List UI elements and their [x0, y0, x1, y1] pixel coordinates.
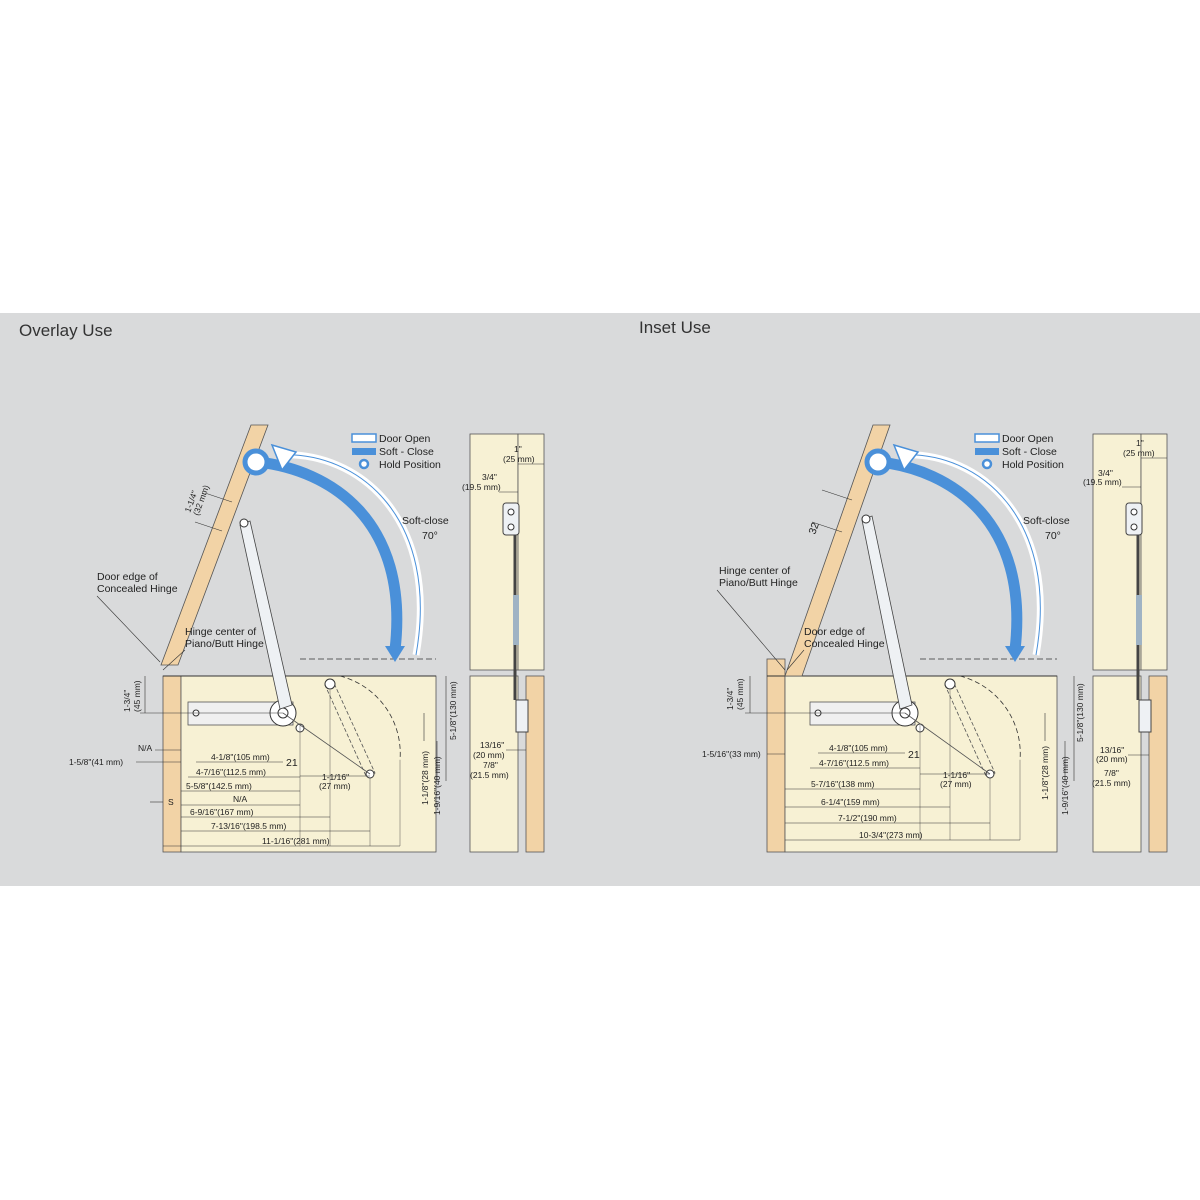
dim-na-2: N/A	[233, 794, 248, 804]
svg-text:(20 mm): (20 mm)	[1096, 754, 1128, 764]
dim-130: 5-1/8"(130 mm)	[448, 681, 458, 740]
legend-soft-close: Soft - Close	[379, 446, 434, 458]
svg-text:Concealed Hinge: Concealed Hinge	[804, 638, 885, 650]
soft-close-label: Soft-close	[402, 515, 449, 527]
svg-text:Door Open: Door Open	[1002, 433, 1054, 445]
svg-text:(19.5 mm): (19.5 mm)	[1083, 477, 1122, 487]
hold-position-icon	[242, 448, 270, 476]
dim-21: 21	[286, 757, 298, 769]
side-25-mm: (25 mm)	[503, 454, 535, 464]
arc-arrowhead	[270, 443, 298, 472]
svg-text:1": 1"	[1136, 438, 1144, 448]
svg-text:Hold Position: Hold Position	[1002, 459, 1064, 471]
svg-text:6-1/4"(159 mm): 6-1/4"(159 mm)	[821, 797, 880, 807]
svg-text:1-1/8"(28 mm): 1-1/8"(28 mm)	[1040, 746, 1050, 800]
svg-text:1-1/16": 1-1/16"	[943, 770, 970, 780]
inset-hinge-center-label: Hinge center of	[719, 565, 790, 577]
dim-142: 5-5/8"(142.5 mm)	[186, 781, 252, 791]
dim-281: 11-1/16"(281 mm)	[262, 836, 330, 846]
svg-text:Soft - Close: Soft - Close	[1002, 446, 1057, 458]
overlay-side-view: 1" (25 mm) 3/4" (19.5 mm) 13/16" (20 mm)…	[462, 433, 545, 853]
inset-dim-33: 1-5/16"(33 mm)	[702, 749, 761, 759]
svg-text:(45 mm): (45 mm)	[132, 680, 142, 712]
side-19-mm: (19.5 mm)	[462, 482, 501, 492]
legend-door-open: Door Open	[379, 433, 431, 445]
svg-text:(45 mm): (45 mm)	[735, 678, 745, 710]
inset-side-view: 1" (25 mm) 3/4" (19.5 mm) 13/16" (20 mm)…	[1083, 433, 1168, 853]
svg-text:(25 mm): (25 mm)	[1123, 448, 1155, 458]
dim-167: 6-9/16"(167 mm)	[190, 807, 254, 817]
dim-s: S	[168, 797, 174, 807]
dim-105: 4-1/8"(105 mm)	[211, 752, 270, 762]
svg-text:4-1/8"(105 mm): 4-1/8"(105 mm)	[829, 743, 888, 753]
overlay-title: Overlay Use	[19, 321, 113, 340]
svg-text:32: 32	[807, 521, 822, 536]
dim-27-mm: (27 mm)	[319, 781, 351, 791]
legend-hold-swatch	[358, 458, 370, 470]
side-20-mm: (20 mm)	[473, 750, 505, 760]
dim-112: 4-7/16"(112.5 mm)	[196, 767, 266, 777]
svg-text:1-3/4": 1-3/4"	[122, 690, 132, 712]
svg-text:Piano/Butt Hinge: Piano/Butt Hinge	[185, 638, 264, 650]
inset-title: Inset Use	[639, 318, 711, 337]
side-25-in: 1"	[514, 444, 522, 454]
svg-text:1-3/4": 1-3/4"	[725, 688, 735, 710]
side-19-in: 3/4"	[482, 472, 497, 482]
dim-41: 1-5/8"(41 mm)	[69, 757, 123, 767]
open-door-board	[160, 424, 269, 666]
inset-open-door	[784, 424, 891, 677]
legend-hold: Hold Position	[379, 459, 441, 471]
cabinet-side-wood	[162, 675, 182, 853]
dim-28: 1-1/8"(28 mm)	[420, 751, 430, 805]
svg-text:4-7/16"(112.5 mm): 4-7/16"(112.5 mm)	[819, 758, 889, 768]
inset-hold-position-icon	[864, 448, 892, 476]
svg-text:5-1/8"(130 mm): 5-1/8"(130 mm)	[1075, 683, 1085, 742]
side-21-mm: (21.5 mm)	[470, 770, 509, 780]
inset-door-edge-label: Door edge of	[804, 626, 865, 638]
svg-text:1-9/16"(40 mm): 1-9/16"(40 mm)	[1060, 756, 1070, 815]
svg-text:Concealed Hinge: Concealed Hinge	[97, 583, 178, 595]
soft-close-arc	[257, 456, 403, 651]
svg-text:5-7/16"(138 mm): 5-7/16"(138 mm)	[811, 779, 875, 789]
hinge-center-label: Hinge center of	[185, 626, 256, 638]
dim-27-in: 1-1/16"	[322, 772, 349, 782]
dim-na-1: N/A	[138, 743, 153, 753]
svg-text:70°: 70°	[1045, 530, 1061, 542]
svg-text:3/4": 3/4"	[1098, 468, 1113, 478]
dim-198: 7-13/16"(198.5 mm)	[211, 821, 286, 831]
legend-soft-close-swatch	[352, 448, 376, 455]
svg-text:7-1/2"(190 mm): 7-1/2"(190 mm)	[838, 813, 897, 823]
svg-text:13/16": 13/16"	[1100, 745, 1124, 755]
svg-text:7/8": 7/8"	[1104, 768, 1119, 778]
door-edge-label: Door edge of	[97, 571, 158, 583]
side-21-in: 7/8"	[483, 760, 498, 770]
overlay-drawing: Door Open Soft - Close Hold Position Sof…	[69, 424, 458, 853]
angle-label: 70°	[422, 530, 438, 542]
svg-text:21: 21	[908, 749, 920, 761]
svg-text:(21.5 mm): (21.5 mm)	[1092, 778, 1131, 788]
dim-40: 1-9/16"(40 mm)	[432, 756, 442, 815]
inset-drawing: Door Open Soft - Close Hold Position Sof…	[702, 424, 1085, 853]
svg-text:(27 mm): (27 mm)	[940, 779, 972, 789]
svg-text:Soft-close: Soft-close	[1023, 515, 1070, 527]
legend-door-open-swatch	[351, 433, 377, 443]
inset-cabinet-side	[766, 658, 786, 853]
folded-arm	[324, 680, 376, 777]
svg-text:10-3/4"(273 mm): 10-3/4"(273 mm)	[859, 830, 923, 840]
side-20-in: 13/16"	[480, 740, 504, 750]
svg-text:Piano/Butt Hinge: Piano/Butt Hinge	[719, 577, 798, 589]
